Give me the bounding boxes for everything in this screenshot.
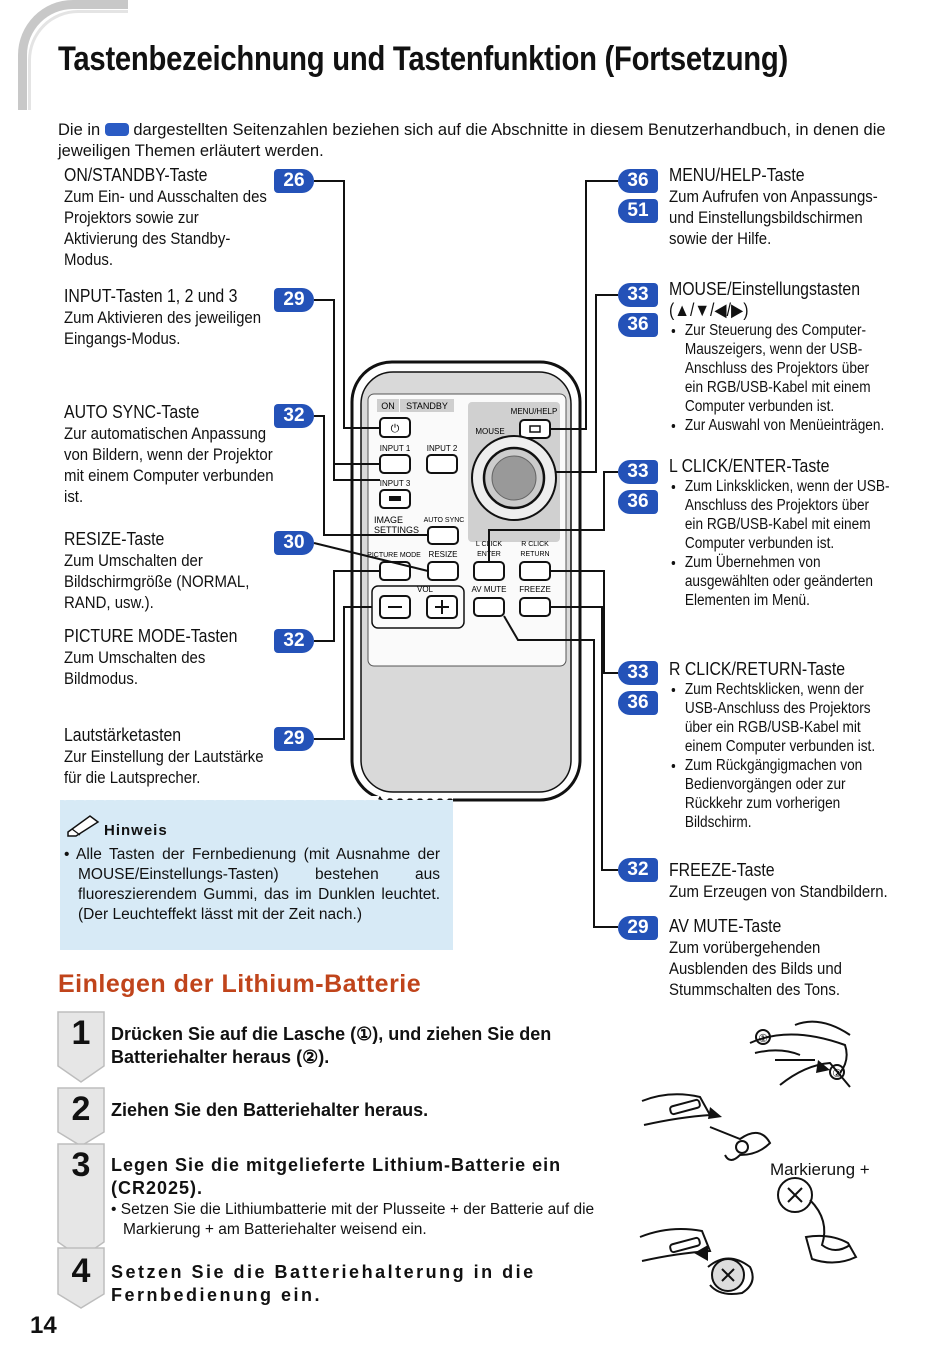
page-title: Tastenbezeichnung und Tastenfunktion (Fo… — [58, 40, 788, 78]
power-icon: ⏻ — [391, 422, 400, 435]
label-volume: Lautstärketasten Zur Einstellung der Lau… — [64, 725, 264, 787]
remote-auto-sync-label: AUTO SYNC — [424, 517, 465, 524]
note-box-scallop — [60, 796, 453, 806]
page-badge: 32 — [274, 629, 314, 653]
step-number: 1 — [71, 1014, 91, 1052]
step-number: 4 — [71, 1252, 91, 1290]
page-badge: 33 — [618, 460, 658, 484]
page-badge: 32 — [618, 858, 658, 882]
pencil-icon — [67, 815, 100, 837]
page-badge: 33 — [618, 661, 658, 685]
page-badge: 26 — [274, 169, 314, 193]
page-badge: 29 — [618, 916, 658, 940]
input2-button — [426, 454, 458, 474]
remote-mouse-label: MOUSE — [475, 427, 504, 436]
remote-standby-label: STANDBY — [406, 401, 448, 411]
corner-decoration — [18, 0, 128, 110]
line-freeze — [550, 606, 618, 871]
on-label-bg — [377, 399, 399, 412]
label-input: INPUT-Tasten 1, 2 und 3 Zum Aktivieren d… — [64, 286, 262, 348]
page-badge: 36 — [618, 691, 658, 715]
standby-label-bg — [400, 399, 454, 412]
lclick-button — [473, 561, 505, 581]
remote-vol-label: VOL — [417, 585, 434, 594]
input1-button — [379, 454, 411, 474]
label-picture-mode: PICTURE MODE-Tasten Zum Umschalten des B… — [64, 626, 238, 688]
remote-av-mute-label: AV MUTE — [472, 585, 507, 594]
step-text: Drücken Sie auf die Lasche (①), und zieh… — [111, 1024, 552, 1067]
step-number: 3 — [71, 1146, 91, 1184]
remote-freeze-label: FREEZE — [519, 585, 551, 594]
page-badge: 36 — [618, 169, 658, 193]
page-badge: 29 — [274, 288, 314, 312]
illus-circle-1: ① — [758, 1032, 768, 1045]
note-text: • Alle Tasten der Fernbedienung (mit Aus… — [64, 846, 440, 923]
remote-menu-help-label: MENU/HELP — [511, 407, 558, 416]
section-title: Einlegen der Lithium-Batterie — [58, 970, 422, 998]
label-freeze: FREEZE-Taste Zum Erzeugen von Standbilde… — [669, 860, 888, 901]
remote-input3-label: INPUT 3 — [380, 479, 411, 488]
page-badge: 33 — [618, 283, 658, 307]
line-volume — [314, 606, 372, 740]
battery-illustration: ① ② — [639, 1020, 858, 1295]
note-title: Hinweis — [104, 822, 168, 839]
step-text: Legen Sie die mitgelieferte Lithium-Batt… — [111, 1155, 562, 1198]
page-badge: 36 — [618, 490, 658, 514]
line-rclick — [550, 570, 618, 674]
page-badge: 30 — [274, 531, 314, 555]
illus-circle-2: ② — [832, 1067, 842, 1080]
remote-input1-label: INPUT 1 — [380, 444, 411, 453]
line-lclick — [488, 471, 618, 562]
line-av-mute — [503, 615, 618, 928]
line-on-standby — [314, 180, 380, 429]
line-mouse — [556, 294, 618, 473]
remote-settings-label: SETTINGS — [374, 525, 419, 535]
line-menu — [550, 180, 618, 430]
page-number: 14 — [30, 1312, 57, 1339]
label-resize: RESIZE-Taste Zum Umschalten der Bildschi… — [64, 529, 250, 612]
label-mouse: MOUSE/Einstellungstasten (▲/▼/◀/▶) Zur S… — [669, 279, 891, 435]
page-badge-sample-icon — [104, 123, 129, 136]
page-badge: 36 — [618, 313, 658, 337]
remote-image-label: IMAGE — [374, 515, 403, 525]
page-badge: 32 — [274, 404, 314, 428]
remote-resize-label: RESIZE — [429, 550, 458, 559]
line-input — [314, 299, 380, 481]
auto-sync-button — [427, 526, 459, 545]
resize-button — [427, 561, 459, 581]
line-resize-diag — [313, 542, 429, 572]
freeze-button — [519, 597, 551, 617]
remote-return-label: RETURN — [520, 551, 549, 558]
label-lclick: L CLICK/ENTER-Taste Zum Linksklicken, we… — [669, 456, 891, 610]
note-box — [60, 800, 453, 950]
page-badge: 51 — [618, 199, 658, 223]
step-number: 2 — [71, 1090, 91, 1128]
remote-input2-label: INPUT 2 — [427, 444, 458, 453]
remote-on-label: ON — [381, 401, 395, 411]
intro-text: Die in dargestellten Seitenzahlen bezieh… — [58, 121, 886, 160]
label-menu-help: MENU/HELP-Taste Zum Aufrufen von Anpassu… — [669, 165, 878, 248]
step-markers — [57, 1011, 105, 1309]
label-on-standby: ON/STANDBY-Taste Zum Ein- und Ausschalte… — [64, 165, 267, 269]
remote-rclick-label: R CLICK — [521, 541, 549, 548]
label-rclick: R CLICK/RETURN-Taste Zum Rechtsklicken, … — [669, 659, 891, 832]
label-av-mute: AV MUTE-Taste Zum vorübergehenden Ausble… — [669, 916, 843, 999]
label-auto-sync: AUTO SYNC-Taste Zur automatischen Anpass… — [64, 402, 274, 506]
rclick-button — [519, 561, 551, 581]
marker-label: Markierung + — [770, 1160, 870, 1179]
corner-decoration-inner — [28, 10, 128, 110]
step-text: Ziehen Sie den Batteriehalter heraus. — [111, 1100, 429, 1120]
av-mute-button — [473, 597, 505, 617]
page-badge: 29 — [274, 727, 314, 751]
step-text: Setzen Sie die Batteriehalterung in die … — [111, 1262, 536, 1305]
line-auto-sync — [314, 415, 428, 536]
line-picture-mode — [314, 570, 380, 642]
menu-help-button — [519, 419, 551, 439]
step-subtext: • Setzen Sie die Lithiumbatterie mit der… — [111, 1201, 595, 1238]
remote-picture-mode-label: PICTURE MODE — [367, 552, 421, 559]
